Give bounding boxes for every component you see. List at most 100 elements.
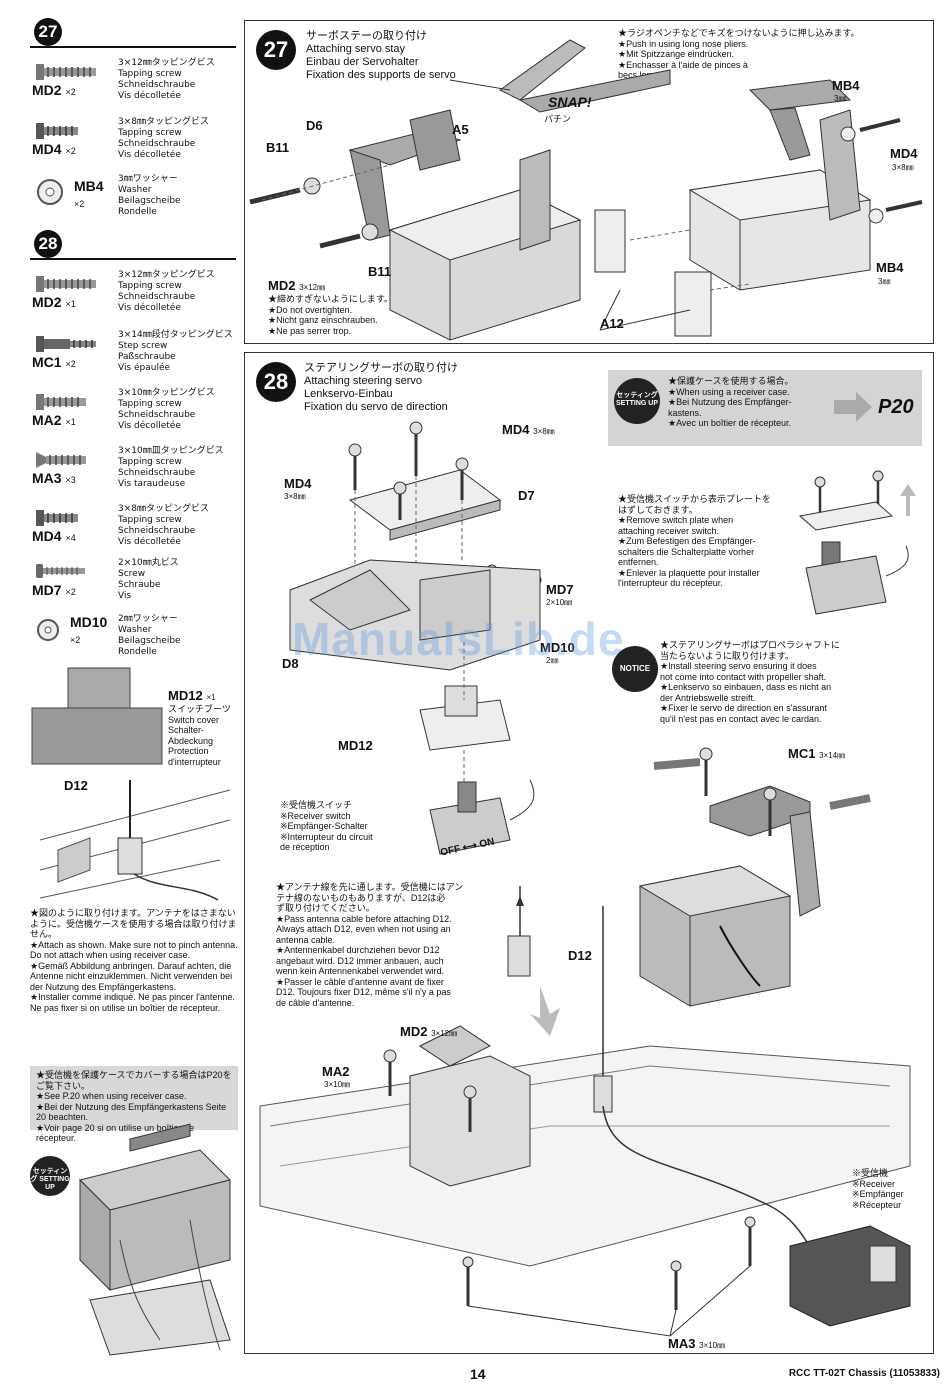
countersunk-screw-icon xyxy=(36,452,86,468)
part-desc: 3×8㎜タッピングビス Tapping screw Schneidschraub… xyxy=(118,504,209,547)
md10-size: 2㎜ xyxy=(546,656,559,665)
md4-label-left: MD4 xyxy=(284,476,312,491)
receiver-case-illustration xyxy=(79,1123,231,1356)
washer-icon xyxy=(37,179,63,205)
part-qty: ×2 xyxy=(70,635,81,645)
part-md2-step27: MD2 ×2 3×12㎜タッピングビス Tapping screw Schnei… xyxy=(30,56,236,108)
mb4-label-top: MB4 xyxy=(832,78,860,93)
step-screw-icon xyxy=(36,336,96,352)
part-ma2-step28: MA2 ×1 3×10㎜タッピングビス Tapping screw Schnei… xyxy=(30,386,236,438)
notice-badge: NOTICE xyxy=(612,646,658,692)
chassis-assembly-diagram xyxy=(259,747,911,1337)
receiver-case-note: ★保護ケースを使用する場合。 ★When using a receiver ca… xyxy=(668,376,794,428)
page-number: 14 xyxy=(470,1366,486,1382)
tighten-note: ★締めすぎないようにします。 ★Do not overtighten. ★Nic… xyxy=(268,294,393,336)
part-md2-step28: MD2 ×1 3×12㎜タッピングビス Tapping screw Schnei… xyxy=(30,268,236,320)
md12-desc: スイッチブーツ Switch cover Schalter- Abdeckung… xyxy=(168,704,231,767)
snap-jp-label: パチン xyxy=(544,114,572,124)
md12-label: MD12 xyxy=(338,738,373,753)
md7-label: MD7 xyxy=(546,582,574,597)
md10-label: MD10 xyxy=(540,640,575,655)
mb4-size-top: 3㎜ xyxy=(834,94,847,103)
part-code: MB4 xyxy=(74,178,104,194)
part-qty: ×2 xyxy=(65,359,76,369)
part-qty: ×2 xyxy=(65,87,76,97)
part-desc: 3㎜ワッシャー Washer Beilagscheibe Rondelle xyxy=(118,174,181,217)
part-code: MD10 xyxy=(70,614,108,630)
part-desc: 3×14㎜段付タッピングビス Step screw Paßschraube Vi… xyxy=(118,330,233,373)
model-name: RCC TT-02T Chassis (11053833) xyxy=(788,1368,940,1379)
part-qty: ×2 xyxy=(65,587,76,597)
md4-size-left: 3×8㎜ xyxy=(284,492,306,501)
ma2-size: 3×10㎜ xyxy=(324,1080,351,1089)
mc1-label: MC1 3×14㎜ xyxy=(788,746,846,761)
d12-label: D12 xyxy=(64,778,88,793)
part-qty: ×1 xyxy=(65,299,76,309)
step-28-number: 28 xyxy=(256,362,296,402)
step-28-panel xyxy=(244,352,934,1354)
part-qty: ×2 xyxy=(74,199,85,209)
antenna-pass-note: ★アンテナ線を先に通します。受信機にはアン テナ線のないものもありますが、D12… xyxy=(276,882,464,1008)
a5-label: A5 xyxy=(452,122,469,137)
part-qty: ×3 xyxy=(65,475,76,485)
part-qty: ×1 xyxy=(65,417,76,427)
b11-label-bottom: B11 xyxy=(368,264,392,279)
part-md7-step28: MD7 ×2 2×10㎜丸ビス Screw Schraube Vis xyxy=(30,556,236,608)
part-md4-step28: MD4 ×4 3×8㎜タッピングビス Tapping screw Schneid… xyxy=(30,502,236,554)
md2-label: MD2 3×12㎜ xyxy=(400,1024,458,1039)
part-desc: 3×12㎜タッピングビス Tapping screw Schneidschrau… xyxy=(118,270,215,313)
ma3-label: MA3 3×10㎜ xyxy=(668,1336,726,1351)
part-ma3-step28: MA3 ×3 3×10㎜皿タッピングビス Tapping screw Schne… xyxy=(30,444,236,496)
part-code: MD4 xyxy=(32,528,62,544)
step-28-title: ステアリングサーボの取り付け Attaching steering servo … xyxy=(304,362,458,413)
tapping-screw-icon xyxy=(36,64,96,80)
mb4-size-bottom: 3㎜ xyxy=(878,277,891,286)
mb4-label-bottom: MB4 xyxy=(876,260,904,275)
d8-label: D8 xyxy=(282,656,299,671)
a12-label: A12 xyxy=(600,316,624,331)
part-desc: 2㎜ワッシャー Washer Beilagscheibe Rondelle xyxy=(118,614,181,657)
servo-notice: ★ステアリングサーボはプロペラシャフトに 当たらないように取り付けます。 ★In… xyxy=(660,640,840,724)
part-desc: 3×12㎜タッピングビス Tapping screw Schneidschrau… xyxy=(118,58,215,101)
part-code: MD2 xyxy=(32,294,62,310)
servo-stay-diagram xyxy=(249,39,923,341)
md2-label: MD2 3×12㎜ xyxy=(268,278,326,293)
part-code: MA3 xyxy=(32,470,62,486)
d6-label: D6 xyxy=(306,118,323,133)
receiver-label: ※受信機 ※Receiver ※Empfänger ※Récepteur xyxy=(852,1168,904,1210)
md12-code: MD12 ×1 xyxy=(168,688,216,703)
step-28-badge: 28 xyxy=(34,230,62,258)
tapping-screw-icon xyxy=(36,123,78,139)
part-desc: 3×10㎜タッピングビス Tapping screw Schneidschrau… xyxy=(118,388,215,431)
md4-size: 3×8㎜ xyxy=(892,163,914,172)
part-code: MC1 xyxy=(32,354,62,370)
d12-label: D12 xyxy=(568,948,592,963)
p20-link[interactable]: P20 xyxy=(878,396,914,418)
receiver-switch-note: ※受信機スイッチ ※Receiver switch ※Empfänger-Sch… xyxy=(280,800,373,852)
part-code: MA2 xyxy=(32,412,62,428)
step-27-parts-header: 27 xyxy=(30,18,236,48)
md4-label-top: MD4 3×8㎜ xyxy=(502,422,555,437)
watermark: ManualsLib.de xyxy=(292,613,625,665)
step-27-number: 27 xyxy=(256,30,296,70)
part-code: MD4 xyxy=(32,141,62,157)
part-desc: 3×8㎜タッピングビス Tapping screw Schneidschraub… xyxy=(118,117,209,160)
part-qty: ×4 xyxy=(65,533,76,543)
step-27-panel xyxy=(244,20,934,344)
machine-screw-icon xyxy=(36,564,85,578)
switch-plate-removal-illustration xyxy=(798,470,916,615)
antenna-attach-note: ★図のように取り付けます。アンテナをはさまないように。受信機ケースを使用する場合… xyxy=(30,908,238,1013)
switch-cover-illustration xyxy=(31,667,163,765)
md4-label: MD4 xyxy=(890,146,918,161)
tapping-screw-icon xyxy=(36,394,86,410)
d7-label: D7 xyxy=(518,488,535,503)
step-28-parts-header: 28 xyxy=(30,230,236,260)
step-27-badge: 27 xyxy=(34,18,62,46)
setting-up-badge: セッティング SETTING UP xyxy=(30,1156,70,1196)
ma2-label: MA2 xyxy=(322,1064,350,1079)
part-md4-step27: MD4 ×2 3×8㎜タッピングビス Tapping screw Schneid… xyxy=(30,115,236,167)
b11-label-top: B11 xyxy=(266,140,290,155)
part-desc: 2×10㎜丸ビス Screw Schraube Vis xyxy=(118,558,179,601)
washer-icon xyxy=(37,619,59,641)
part-mb4-step27: MB4 ×2 3㎜ワッシャー Washer Beilagscheibe Ronde… xyxy=(30,172,236,224)
